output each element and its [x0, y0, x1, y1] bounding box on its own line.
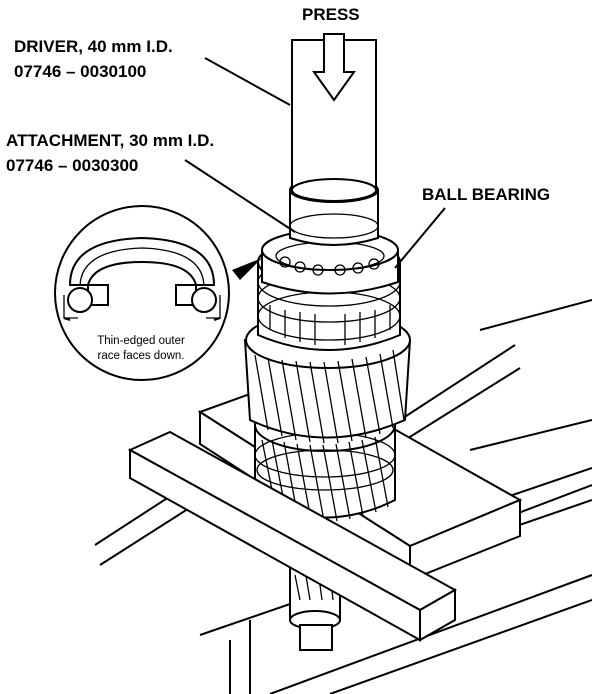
support-block-front — [127, 430, 458, 642]
attachment-part-number: 07746 – 0030300 — [6, 156, 138, 175]
leader-lines — [184, 57, 446, 269]
ball-bearing-label: BALL BEARING — [422, 185, 550, 204]
bearing-ball-right — [191, 287, 217, 313]
down-arrow-icon — [312, 33, 356, 102]
inset-pointer-icon — [232, 258, 262, 280]
bearing-ball-left — [67, 287, 93, 313]
driver-label: DRIVER, 40 mm I.D. — [14, 37, 173, 56]
driver-part-number: 07746 – 0030100 — [14, 62, 146, 81]
inset-note-line2: race faces down. — [98, 350, 185, 362]
press-label: PRESS — [302, 5, 360, 24]
inset-note-line1: Thin-edged outer — [97, 335, 185, 347]
bearing-detail-inset: Thin-edged outer race faces down. — [54, 205, 262, 381]
attachment-label: ATTACHMENT, 30 mm I.D. — [6, 131, 214, 150]
gear-shaft-assembly — [243, 229, 412, 522]
